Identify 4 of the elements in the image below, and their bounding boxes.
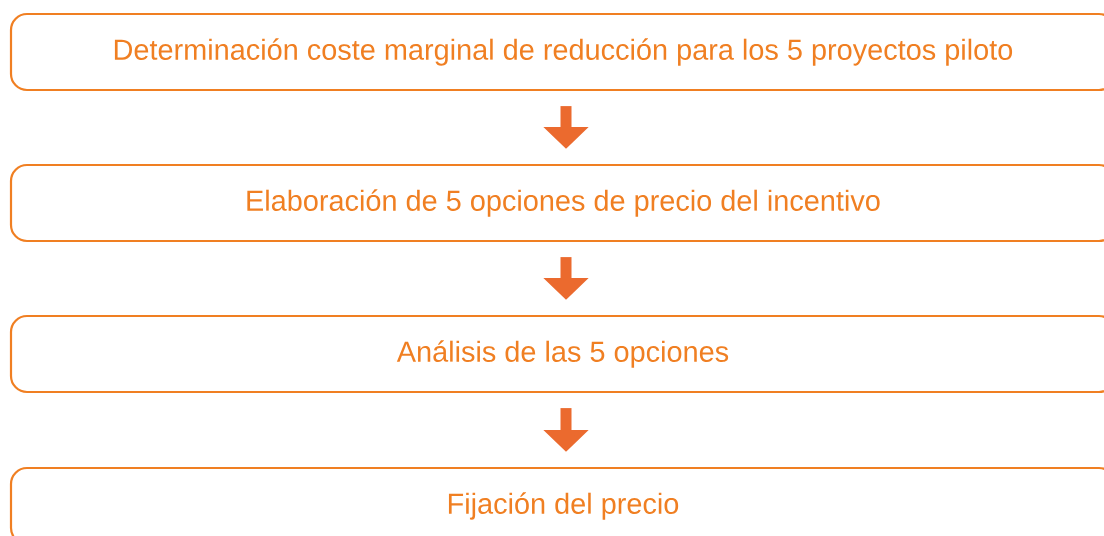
process-box: Elaboración de 5 opciones de precio del incentivo bbox=[9, 163, 1104, 243]
process-box: Determinación coste marginal de reducción para los 5 proyectos piloto bbox=[9, 12, 1104, 92]
process-box: Análisis de las 5 opciones bbox=[9, 314, 1104, 394]
process-box: Fijación del precio bbox=[9, 466, 1104, 536]
